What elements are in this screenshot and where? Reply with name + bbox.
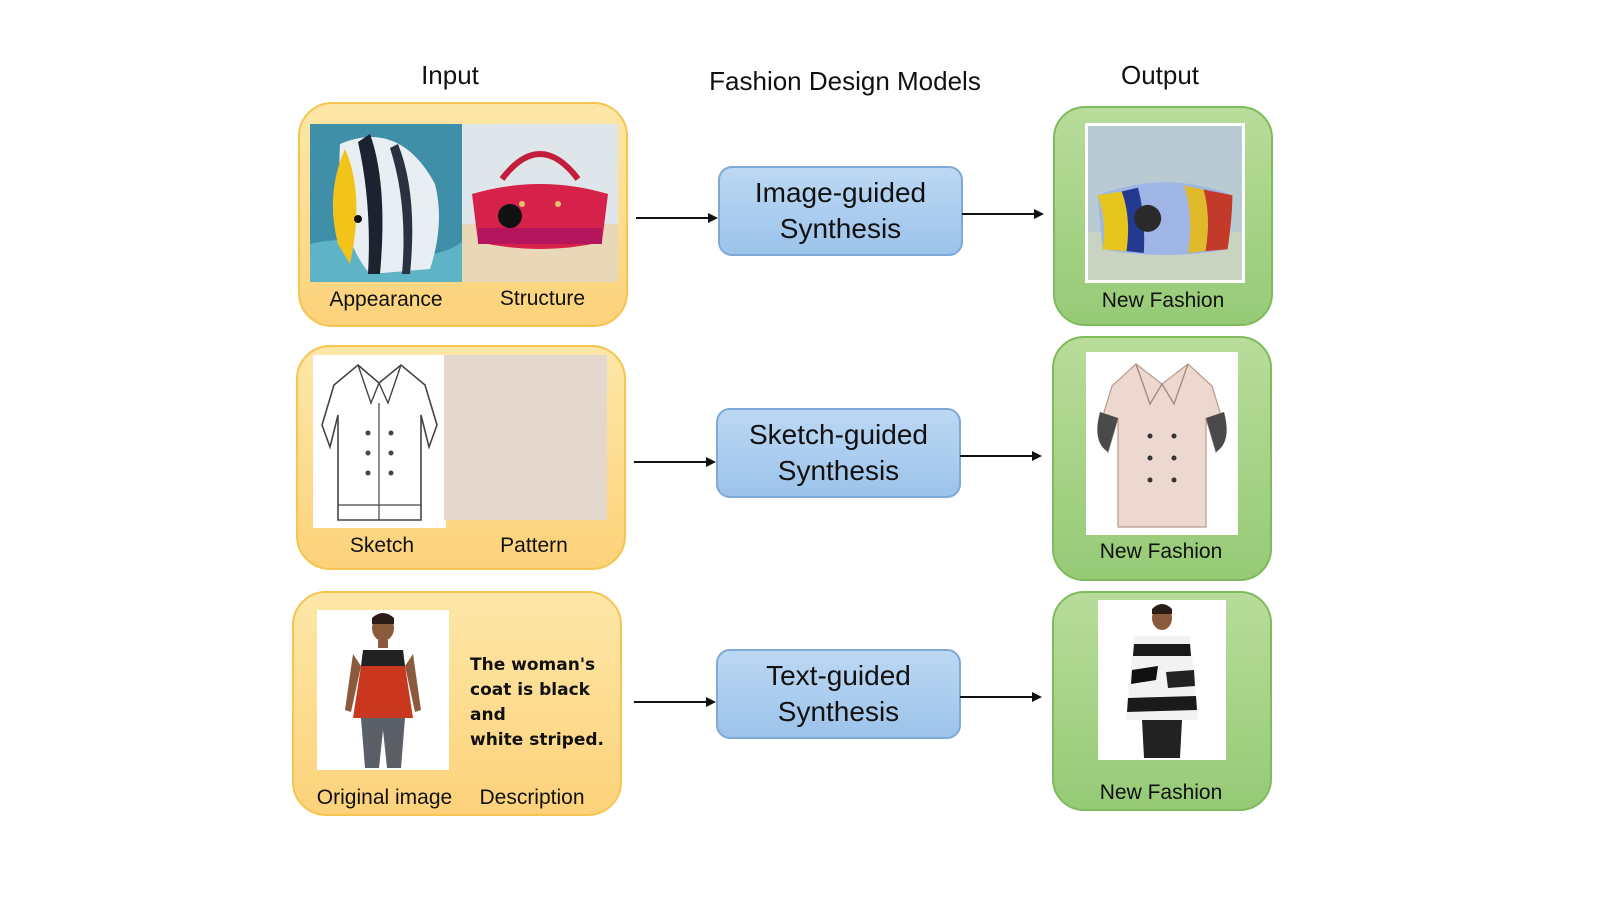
arrow-input-to-image-model [636, 213, 718, 223]
description-line-3: white striped. [470, 730, 604, 750]
structure-image [462, 124, 618, 282]
model-line-1: Sketch-guided [748, 419, 928, 450]
sketch-label: Sketch [349, 534, 415, 557]
description-line-2: coat is black and [470, 680, 590, 725]
new-fashion-coat-image [1086, 352, 1238, 535]
new-fashion-bag-image [1085, 123, 1245, 283]
input-header: Input [421, 60, 479, 90]
arrow-sketch-model-to-output [960, 451, 1042, 461]
new-fashion-label-2: New Fashion [1099, 540, 1223, 563]
output-header: Output [1120, 60, 1200, 90]
sketch-image [313, 355, 446, 528]
appearance-image [310, 124, 462, 282]
structure-label: Structure [499, 287, 586, 310]
model-line-2: Synthesis [779, 213, 902, 244]
new-fashion-label-1: New Fashion [1101, 289, 1225, 312]
description-label: Description [479, 786, 585, 809]
arrow-image-model-to-output [962, 209, 1044, 219]
pattern-label: Pattern [500, 534, 568, 557]
arrow-input-to-text-model [634, 697, 716, 707]
appearance-label: Appearance [329, 288, 443, 311]
models-header: Fashion Design Models [709, 66, 981, 96]
new-fashion-striped-image [1098, 600, 1226, 760]
text-guided-synthesis-box: Text-guided Synthesis [716, 649, 961, 739]
description-line-1: The woman's [470, 655, 596, 675]
model-line-1: Text-guided [766, 660, 911, 691]
pattern-image [444, 355, 607, 520]
model-line-2: Synthesis [777, 696, 900, 727]
model-line-2: Synthesis [777, 455, 900, 486]
model-line-1: Image-guided [754, 177, 927, 208]
image-guided-synthesis-box: Image-guided Synthesis [718, 166, 963, 256]
new-fashion-label-3: New Fashion [1099, 781, 1223, 804]
arrow-text-model-to-output [960, 692, 1042, 702]
original-image-label: Original image [316, 786, 453, 809]
sketch-guided-synthesis-box: Sketch-guided Synthesis [716, 408, 961, 498]
original-image [317, 610, 449, 770]
description-text: The woman's coat is black and white stri… [470, 653, 620, 753]
arrow-input-to-sketch-model [634, 457, 716, 467]
